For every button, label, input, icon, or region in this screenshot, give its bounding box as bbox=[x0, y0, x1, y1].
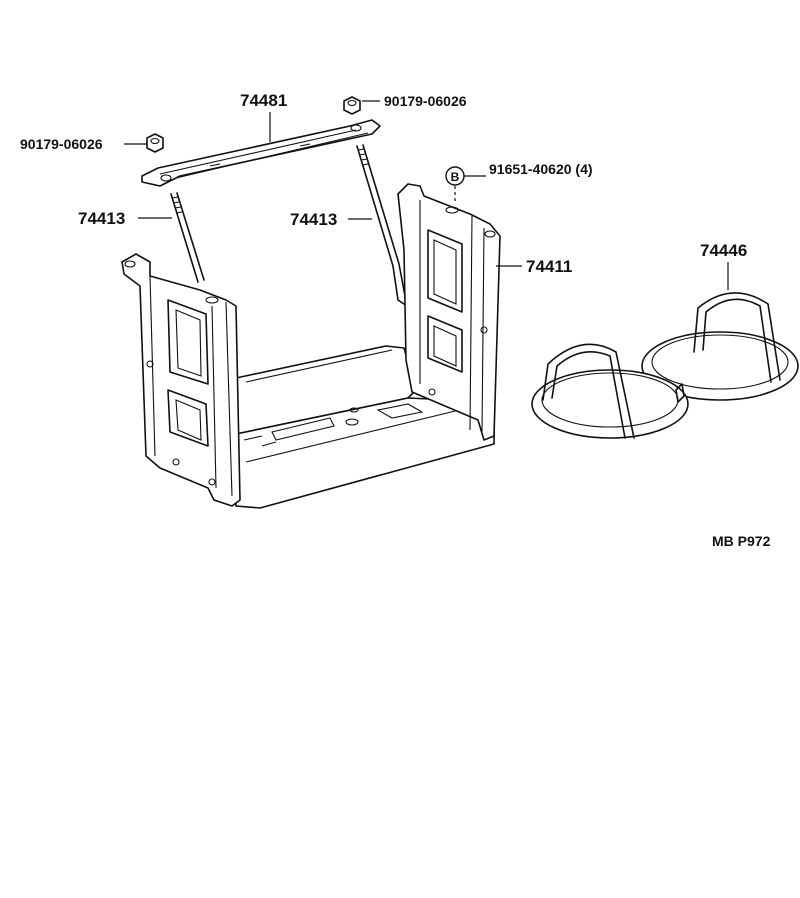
label-tray: 74411 bbox=[526, 257, 572, 276]
label-rod-left: 74413 bbox=[78, 209, 125, 228]
nut-right bbox=[343, 96, 361, 115]
label-nut-left: 90179-06026 bbox=[20, 136, 103, 152]
leader-lines bbox=[124, 100, 729, 290]
hold-down-rod-left bbox=[170, 192, 205, 283]
nut-left bbox=[146, 133, 164, 153]
bolt-symbol: B bbox=[445, 166, 465, 186]
label-bolt: 91651-40620 (4) bbox=[489, 161, 593, 177]
label-rod-right: 74413 bbox=[290, 210, 337, 229]
battery-tray bbox=[121, 183, 501, 509]
label-covers: 74446 bbox=[700, 241, 747, 260]
diagram-code: MB P972 bbox=[712, 533, 771, 549]
battery-clamp-bar bbox=[141, 119, 381, 187]
bolt-symbol-letter: B bbox=[451, 170, 460, 184]
battery-caps bbox=[531, 292, 799, 439]
label-74481: 74481 bbox=[240, 91, 287, 110]
label-nut-right: 90179-06026 bbox=[384, 93, 467, 109]
